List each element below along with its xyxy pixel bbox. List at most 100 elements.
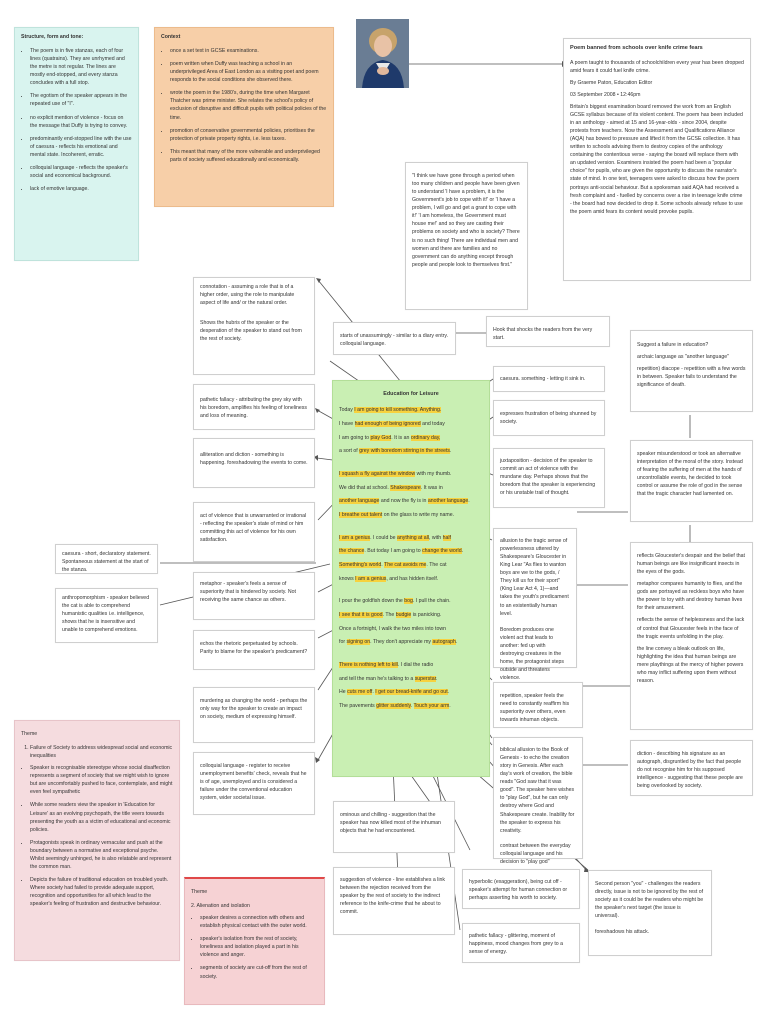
article-byline: By Graeme Paton, Education Editor	[570, 79, 744, 87]
note-repetition: repetition, speaker feels the need to co…	[500, 692, 576, 724]
context-item: once a set text in GCSE examinations.	[170, 47, 327, 55]
note-card: pathetic fallacy - attributing the grey …	[193, 384, 315, 430]
note-juxtaposition: juxtaposition - decision of the speaker …	[500, 457, 598, 497]
note-card: Suggest a failure in education? archaic …	[630, 330, 753, 412]
note-hook: Hook that shocks the readers from the ve…	[493, 326, 603, 342]
note-card: anthropomorphism - speaker believed the …	[55, 588, 158, 643]
note-alliteration: alliteration and diction - something is …	[200, 451, 308, 467]
note-card: allusion to the tragic sense of powerles…	[493, 528, 577, 668]
structure-item: lack of emotive language.	[30, 185, 132, 193]
note-card: Hook that shocks the readers from the ve…	[486, 316, 610, 347]
poem-line: and tell the man he's talking to a super…	[339, 675, 483, 683]
thatcher-quote: "I think we have gone through a period w…	[412, 172, 521, 269]
context-card: Context once a set text in GCSE examinat…	[154, 27, 334, 207]
theme-item: Speaker is recognisable stereotype whose…	[30, 764, 173, 796]
poem-line: the chance. But today I am going to chan…	[339, 547, 483, 555]
poem-line: I pour the goldfish down the bog. I pull…	[339, 597, 483, 605]
note-gloucester: reflects Gloucester's despair and the be…	[637, 552, 746, 576]
theme-subheading: 2. Alienation and isolation	[191, 902, 318, 910]
note-pathetic-fallacy-2: pathetic fallacy - glittering, moment of…	[469, 932, 573, 956]
note-colloquial: colloquial language - register to receiv…	[200, 762, 308, 802]
poem-line: I am going to play God. It is an ordinar…	[339, 434, 483, 442]
note-card: alliteration and diction - something is …	[193, 438, 315, 488]
note-failure: repetition) diacope - repetition with a …	[637, 365, 746, 389]
poem-line: Today I am going to kill something. Anyt…	[339, 406, 483, 414]
article-title: Poem banned from schools over knife crim…	[570, 44, 744, 53]
structure-item: The egotism of the speaker appears in th…	[30, 92, 132, 108]
theme-subheading: Failure of Society to address widespread…	[30, 744, 173, 760]
theme-item: Depicts the failure of traditional educa…	[30, 876, 173, 908]
article-lede: A poem taught to thousands of schoolchil…	[570, 59, 744, 75]
poem-line: I breathe out talent on the glass to wri…	[339, 511, 483, 519]
poem-line: for signing on. They don't appreciate my…	[339, 638, 483, 646]
note-echos: echos the rhetoric perpetuated by school…	[200, 640, 308, 656]
note-act-of-violence: act of violence that is unwarranted or i…	[200, 512, 308, 544]
context-item: wrote the poem in the 1980's, during the…	[170, 89, 327, 121]
note-card: colloquial language - register to receiv…	[193, 752, 315, 815]
poem-line: knows I am a genius, and has hidden itse…	[339, 575, 483, 583]
structure-item: colloquial language - reflects the speak…	[30, 164, 132, 180]
note-card: caesura - short, declaratory statement. …	[55, 544, 158, 574]
theme-heading: Theme	[21, 730, 173, 738]
poem-line: Something's world. The cat avoids me. Th…	[339, 561, 483, 569]
theme-card-alienation: Theme 2. Alienation and isolation speake…	[184, 877, 325, 1005]
quote-card: "I think we have gone through a period w…	[405, 162, 528, 310]
note-card: hyperbolic (exaggeration), being cut off…	[462, 869, 580, 909]
note-murdering: murdering as changing the world - perhap…	[200, 697, 308, 721]
note-card: diction - describing his signature as an…	[630, 740, 753, 796]
note-foreshadows: foreshadows his attack.	[595, 928, 705, 936]
context-item: poem written when Duffy was teaching a s…	[170, 60, 327, 84]
theme-item: speaker's isolation from the rest of soc…	[200, 935, 318, 959]
note-card: pathetic fallacy - glittering, moment of…	[462, 923, 580, 963]
note-card: murdering as changing the world - perhap…	[193, 687, 315, 743]
note-failure: Suggest a failure in education?	[637, 341, 746, 349]
context-heading: Context	[161, 33, 327, 41]
context-item: promotion of conservative governmental p…	[170, 127, 327, 143]
article-body: Britain's biggest examination board remo…	[570, 103, 744, 216]
note-pathetic-fallacy: pathetic fallacy - attributing the grey …	[200, 396, 308, 420]
structure-heading: Structure, form and tone:	[21, 33, 132, 41]
note-failure: archaic language as "another language"	[637, 353, 746, 361]
note-gloucester: reflects the sense of helplessness and t…	[637, 616, 746, 640]
note-gloucester: metaphor compares humanity to flies, and…	[637, 580, 746, 612]
note-ominous: ominous and chilling - suggestion that t…	[340, 811, 448, 835]
note-card: connotation - assuming a role that is of…	[193, 277, 315, 375]
structure-item: no explicit mention of violence - focus …	[30, 114, 132, 130]
note-boredom: Boredom produces one violent act that le…	[500, 626, 570, 682]
note-second-person: Second person "you" - challenges the rea…	[595, 880, 705, 920]
article-date: 03 September 2008 • 12:46pm	[570, 91, 744, 99]
theme-heading: Theme	[191, 888, 318, 896]
note-card: ominous and chilling - suggestion that t…	[333, 801, 455, 853]
note-card: starts of unassumingly - similar to a di…	[333, 322, 456, 355]
theme-card-society: Theme Failure of Society to address wide…	[14, 720, 180, 961]
note-caesura-left: caesura - short, declaratory statement. …	[62, 550, 151, 574]
note-card: reflects Gloucester's despair and the be…	[630, 542, 753, 730]
theme-item: Protagonists speak in ordinary vernacula…	[30, 839, 173, 871]
note-misunderstood: speaker misunderstood or took an alterna…	[637, 450, 746, 498]
note-card: repetition, speaker feels the need to co…	[493, 682, 583, 728]
structure-card: Structure, form and tone: The poem is in…	[14, 27, 139, 261]
poem-card: Education for Leisure Today I am going t…	[332, 380, 490, 777]
note-suggestion: suggestion of violence - line establishe…	[340, 876, 448, 916]
note-connotation: connotation - assuming a role that is of…	[200, 283, 308, 307]
note-metaphor: metaphor - speaker's feels a sense of su…	[200, 580, 308, 604]
note-starts: starts of unassumingly - similar to a di…	[340, 332, 449, 348]
note-card: expresses frustration of being shunned b…	[493, 400, 605, 436]
poem-line: a sort of grey with boredom stirring in …	[339, 447, 483, 455]
poem-line: Once a fortnight, I walk the two miles i…	[339, 625, 483, 633]
note-card: metaphor - speaker's feels a sense of su…	[193, 572, 315, 620]
poem-line: He cuts me off. I get our bread-knife an…	[339, 688, 483, 696]
note-contrast: contrast between the everyday colloquial…	[500, 842, 576, 866]
poem-line: There is nothing left to kill. I dial th…	[339, 661, 483, 669]
structure-item: The poem is in five stanzas, each of fou…	[30, 47, 132, 87]
note-card: suggestion of violence - line establishe…	[333, 867, 455, 935]
note-allusion: allusion to the tragic sense of powerles…	[500, 537, 570, 618]
note-diction: diction - describing his signature as an…	[637, 750, 746, 790]
poem-line: The pavements glitter suddenly. Touch yo…	[339, 702, 483, 710]
theme-item: segments of society are cut-off from the…	[200, 964, 318, 980]
note-card: Second person "you" - challenges the rea…	[588, 870, 712, 956]
poem-line: We did that at school. Shakespeare. It w…	[339, 484, 483, 492]
note-card: act of violence that is unwarranted or i…	[193, 502, 315, 562]
portrait-photo	[356, 19, 409, 88]
poem-line: another language and now the fly is in a…	[339, 497, 483, 505]
